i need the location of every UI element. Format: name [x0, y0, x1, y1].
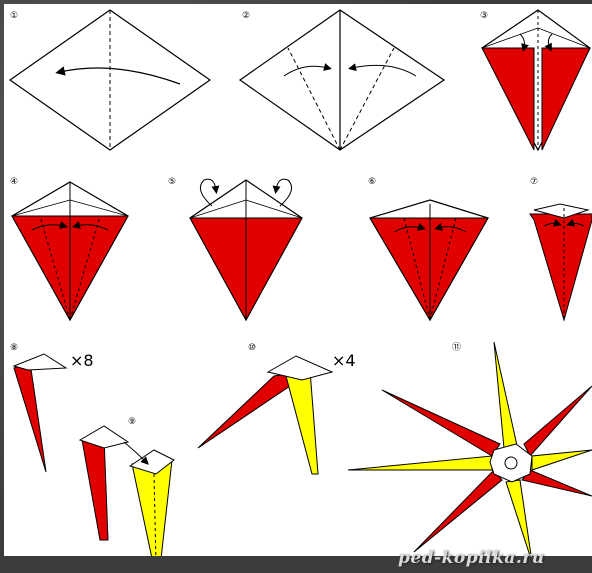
step-7-label: ⑦ [530, 177, 538, 187]
step-4-kite: ④ [10, 177, 129, 322]
fold-arrow-icon [283, 63, 332, 77]
fold-arrow-icon [123, 441, 149, 465]
fold-arrow-icon [272, 178, 293, 207]
step-6-kite: ⑥ [368, 177, 489, 322]
step-8-multiplier: ×8 [70, 351, 94, 370]
fold-arrow-icon [55, 66, 181, 85]
fold-arrow-icon [519, 33, 529, 52]
step-2-label: ② [242, 11, 250, 21]
watermark-text: ped-kopilka.ru [398, 548, 545, 568]
fold-arrow-icon [31, 221, 68, 231]
fold-arrow-icon [393, 223, 426, 233]
fold-arrow-icon [566, 218, 585, 227]
origami-star-diagram: ① ② ③ ④ [8, 9, 592, 556]
instruction-sheet: ① ② ③ ④ [4, 4, 592, 556]
fold-arrow-icon [543, 218, 562, 227]
step-8-point-unit: ×8 ⑧ [10, 343, 94, 473]
step-9-label: ⑨ [128, 417, 136, 427]
fold-arrow-icon [199, 178, 220, 207]
step-11-finished-star: ⑪ [347, 341, 592, 556]
step-8-label: ⑧ [10, 343, 18, 353]
fold-arrow-icon [544, 33, 553, 52]
step-1-square-sheet: ① [8, 9, 212, 151]
step-1-label: ① [10, 11, 18, 21]
step-3-label: ③ [480, 11, 488, 21]
step-11-label: ⑪ [452, 342, 461, 353]
step-5-kite: ⑤ [168, 177, 303, 322]
step-2-diagonal-folds: ② [238, 9, 446, 151]
fold-arrow-icon [72, 221, 109, 231]
step-4-label: ④ [10, 177, 18, 187]
step-5-label: ⑤ [168, 177, 176, 187]
step-10-label: ⑩ [248, 343, 256, 353]
step-3-kite: ③ [480, 9, 591, 152]
step-10-multiplier: ×4 [332, 351, 356, 370]
fold-arrow-icon [434, 223, 467, 233]
step-10-pair: ×4 ⑩ [197, 343, 356, 475]
step-7-narrow-kite: ⑦ [529, 177, 592, 322]
fold-arrow-icon [348, 63, 417, 77]
step-6-label: ⑥ [368, 177, 376, 187]
step-9-assembly: ⑨ [78, 417, 175, 556]
